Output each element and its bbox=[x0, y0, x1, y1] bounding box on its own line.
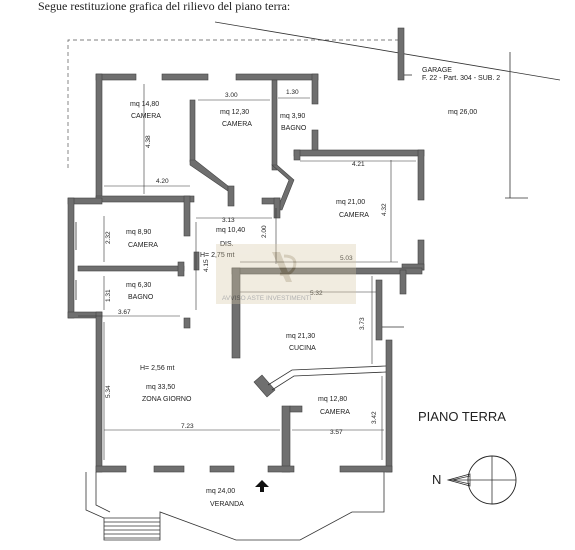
dim-label: 3.13 bbox=[222, 217, 235, 224]
dim-label: 5.34 bbox=[105, 385, 112, 398]
camera1-area: mq 14,80 bbox=[130, 101, 159, 108]
veranda-outline bbox=[85, 472, 385, 541]
camera3-name: CAMERA bbox=[339, 212, 369, 219]
dis-name: DIS. bbox=[220, 241, 234, 248]
dim-label: 1.31 bbox=[105, 289, 112, 302]
garage-area: mq 26,00 bbox=[448, 109, 477, 116]
zona-height: H= 2,56 mt bbox=[140, 365, 174, 372]
dim-label: 3.73 bbox=[359, 317, 366, 330]
header-caption: Segue restituzione grafica del rilievo d… bbox=[38, 0, 290, 13]
dim-label: 4.20 bbox=[156, 178, 169, 185]
dim-label: 5.03 bbox=[340, 255, 353, 262]
camera5-name: CAMERA bbox=[320, 409, 350, 416]
garage-ref: F. 22 - Part. 304 - SUB. 2 bbox=[422, 75, 500, 82]
dim-label: 2.32 bbox=[105, 231, 112, 244]
bagno1-area: mq 3,90 bbox=[280, 113, 305, 120]
entrance-arrow-icon bbox=[255, 480, 269, 492]
dim-label: 3.67 bbox=[118, 309, 131, 316]
watermark-logo: AVVISO ASTE INVESTIMENTI bbox=[216, 244, 356, 304]
camera2-name: CAMERA bbox=[222, 121, 252, 128]
camera5-area: mq 12,80 bbox=[318, 396, 347, 403]
dimension-lines bbox=[78, 84, 416, 460]
site-lines bbox=[67, 21, 561, 199]
camera2-area: mq 12,30 bbox=[220, 109, 249, 116]
camera1-name: CAMERA bbox=[131, 113, 161, 120]
walls bbox=[67, 73, 425, 473]
dim-label: 5.32 bbox=[310, 290, 323, 297]
veranda-area: mq 24,00 bbox=[206, 488, 235, 495]
dim-label: 4.38 bbox=[145, 135, 152, 148]
dim-label: 3.00 bbox=[225, 92, 238, 99]
compass-letter: N bbox=[432, 472, 441, 487]
dim-label: 3.42 bbox=[371, 411, 378, 424]
camera4-area: mq 8,90 bbox=[126, 229, 151, 236]
plan-title: PIANO TERRA bbox=[418, 409, 506, 424]
dim-label: 4.32 bbox=[381, 203, 388, 216]
camera3-area: mq 21,00 bbox=[336, 199, 365, 206]
veranda-name: VERANDA bbox=[210, 501, 244, 508]
dim-label: 4.21 bbox=[352, 161, 365, 168]
dim-label: 3.57 bbox=[330, 429, 343, 436]
dim-label: 7.23 bbox=[181, 423, 194, 430]
garage-title: GARAGE bbox=[422, 67, 452, 74]
dis-area: mq 10,40 bbox=[216, 227, 245, 234]
dis-height: H= 2,75 mt bbox=[200, 252, 234, 259]
zona-name: ZONA GIORNO bbox=[142, 396, 192, 403]
bagno1-name: BAGNO bbox=[281, 125, 307, 132]
dim-label: 2.00 bbox=[261, 225, 268, 238]
cucina-name: CUCINA bbox=[289, 345, 316, 352]
cucina-area: mq 21,30 bbox=[286, 333, 315, 340]
dim-label: 4.15 bbox=[203, 259, 210, 272]
north-compass-icon: N bbox=[432, 455, 517, 505]
bagno2-name: BAGNO bbox=[128, 294, 154, 301]
camera4-name: CAMERA bbox=[128, 242, 158, 249]
dim-label: 1.30 bbox=[286, 89, 299, 96]
watermark-text: AVVISO ASTE INVESTIMENTI bbox=[222, 295, 312, 302]
bagno2-area: mq 6,30 bbox=[126, 282, 151, 289]
zona-area: mq 33,50 bbox=[146, 384, 175, 391]
